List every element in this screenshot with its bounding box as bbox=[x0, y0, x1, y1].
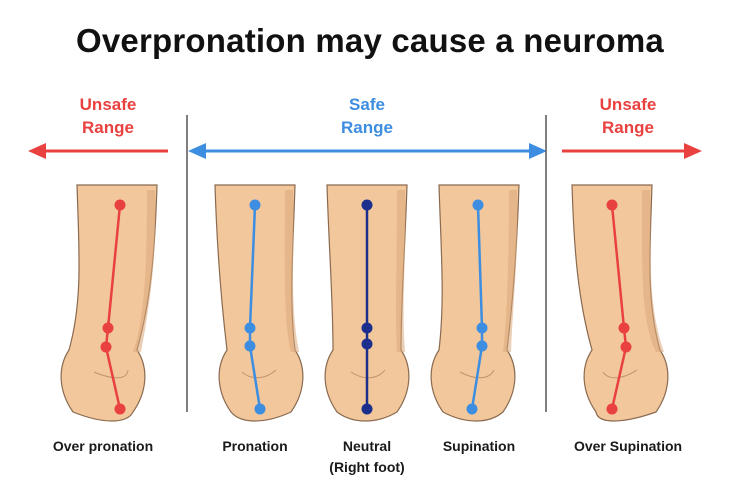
foot-3 bbox=[324, 184, 410, 422]
unsafe-range-right-line1: Unsafe bbox=[599, 95, 657, 114]
heel-crease bbox=[350, 369, 386, 379]
unsafe-range-left-line1: Unsafe bbox=[79, 95, 137, 114]
leg-shadow bbox=[641, 190, 664, 352]
heel-crease bbox=[459, 369, 495, 379]
foot-label-text: Neutral bbox=[342, 438, 392, 454]
alignment-line bbox=[104, 204, 122, 410]
unsafe-left-arrow bbox=[28, 143, 168, 159]
alignment-point-3 bbox=[476, 340, 488, 352]
foot-label-3: Neutral (Right foot) bbox=[297, 438, 437, 475]
safe-range-line1: Safe bbox=[349, 95, 385, 114]
alignment-point-1 bbox=[249, 199, 261, 211]
unsafe-range-left-line2: Range bbox=[82, 118, 134, 137]
foot-2 bbox=[214, 184, 304, 422]
alignment-point-3 bbox=[100, 341, 112, 353]
safe-double-arrow bbox=[188, 143, 547, 159]
foot-sublabel-text: (Right foot) bbox=[329, 459, 405, 475]
alignment-line bbox=[610, 204, 628, 410]
foot-label-text: Pronation bbox=[222, 438, 288, 454]
heel-crease bbox=[602, 369, 638, 379]
alignment-point-3 bbox=[620, 341, 632, 353]
alignment-point-2 bbox=[102, 322, 114, 334]
foot-label-5: Over Supination bbox=[558, 438, 698, 454]
alignment-point-3 bbox=[361, 338, 373, 350]
alignment-point-1 bbox=[606, 199, 618, 211]
alignment-point-4 bbox=[361, 403, 373, 415]
unsafe-right-arrow bbox=[562, 143, 702, 159]
leg-shadow bbox=[133, 190, 156, 352]
alignment-point-2 bbox=[244, 322, 256, 334]
heel-crease bbox=[241, 369, 277, 379]
safe-range-line2: Range bbox=[341, 118, 393, 137]
unsafe-range-left-label: Unsafe Range bbox=[48, 93, 168, 139]
foot-label-2: Pronation bbox=[185, 438, 325, 454]
unsafe-range-right-line2: Range bbox=[602, 118, 654, 137]
foot-label-text: Over Supination bbox=[573, 438, 683, 454]
alignment-point-1 bbox=[361, 199, 373, 211]
page-title: Overpronation may cause a neuroma bbox=[76, 22, 664, 59]
foot-label-text: Supination bbox=[442, 438, 516, 454]
leg-silhouette bbox=[571, 184, 669, 422]
foot-label-4: Supination bbox=[409, 438, 549, 454]
alignment-point-1 bbox=[114, 199, 126, 211]
alignment-point-1 bbox=[472, 199, 484, 211]
leg-shadow bbox=[396, 190, 406, 352]
alignment-line bbox=[248, 204, 262, 410]
alignment-line bbox=[470, 204, 484, 410]
alignment-point-4 bbox=[606, 403, 618, 415]
foot-5 bbox=[571, 184, 669, 422]
alignment-point-4 bbox=[254, 403, 266, 415]
alignment-point-2 bbox=[361, 322, 373, 334]
alignment-point-4 bbox=[114, 403, 126, 415]
heel-crease bbox=[93, 369, 129, 379]
foot-4 bbox=[430, 184, 520, 422]
foot-label-1: Over pronation bbox=[33, 438, 173, 454]
leg-shadow bbox=[284, 190, 299, 352]
leg-silhouette bbox=[60, 184, 158, 422]
alignment-point-2 bbox=[618, 322, 630, 334]
unsafe-range-right-label: Unsafe Range bbox=[568, 93, 688, 139]
foot-label-text: Over pronation bbox=[52, 438, 154, 454]
foot-1 bbox=[60, 184, 158, 422]
leg-shadow bbox=[503, 190, 518, 352]
safe-range-label: Safe Range bbox=[307, 93, 427, 139]
alignment-point-4 bbox=[466, 403, 478, 415]
alignment-point-2 bbox=[476, 322, 488, 334]
alignment-point-3 bbox=[244, 340, 256, 352]
